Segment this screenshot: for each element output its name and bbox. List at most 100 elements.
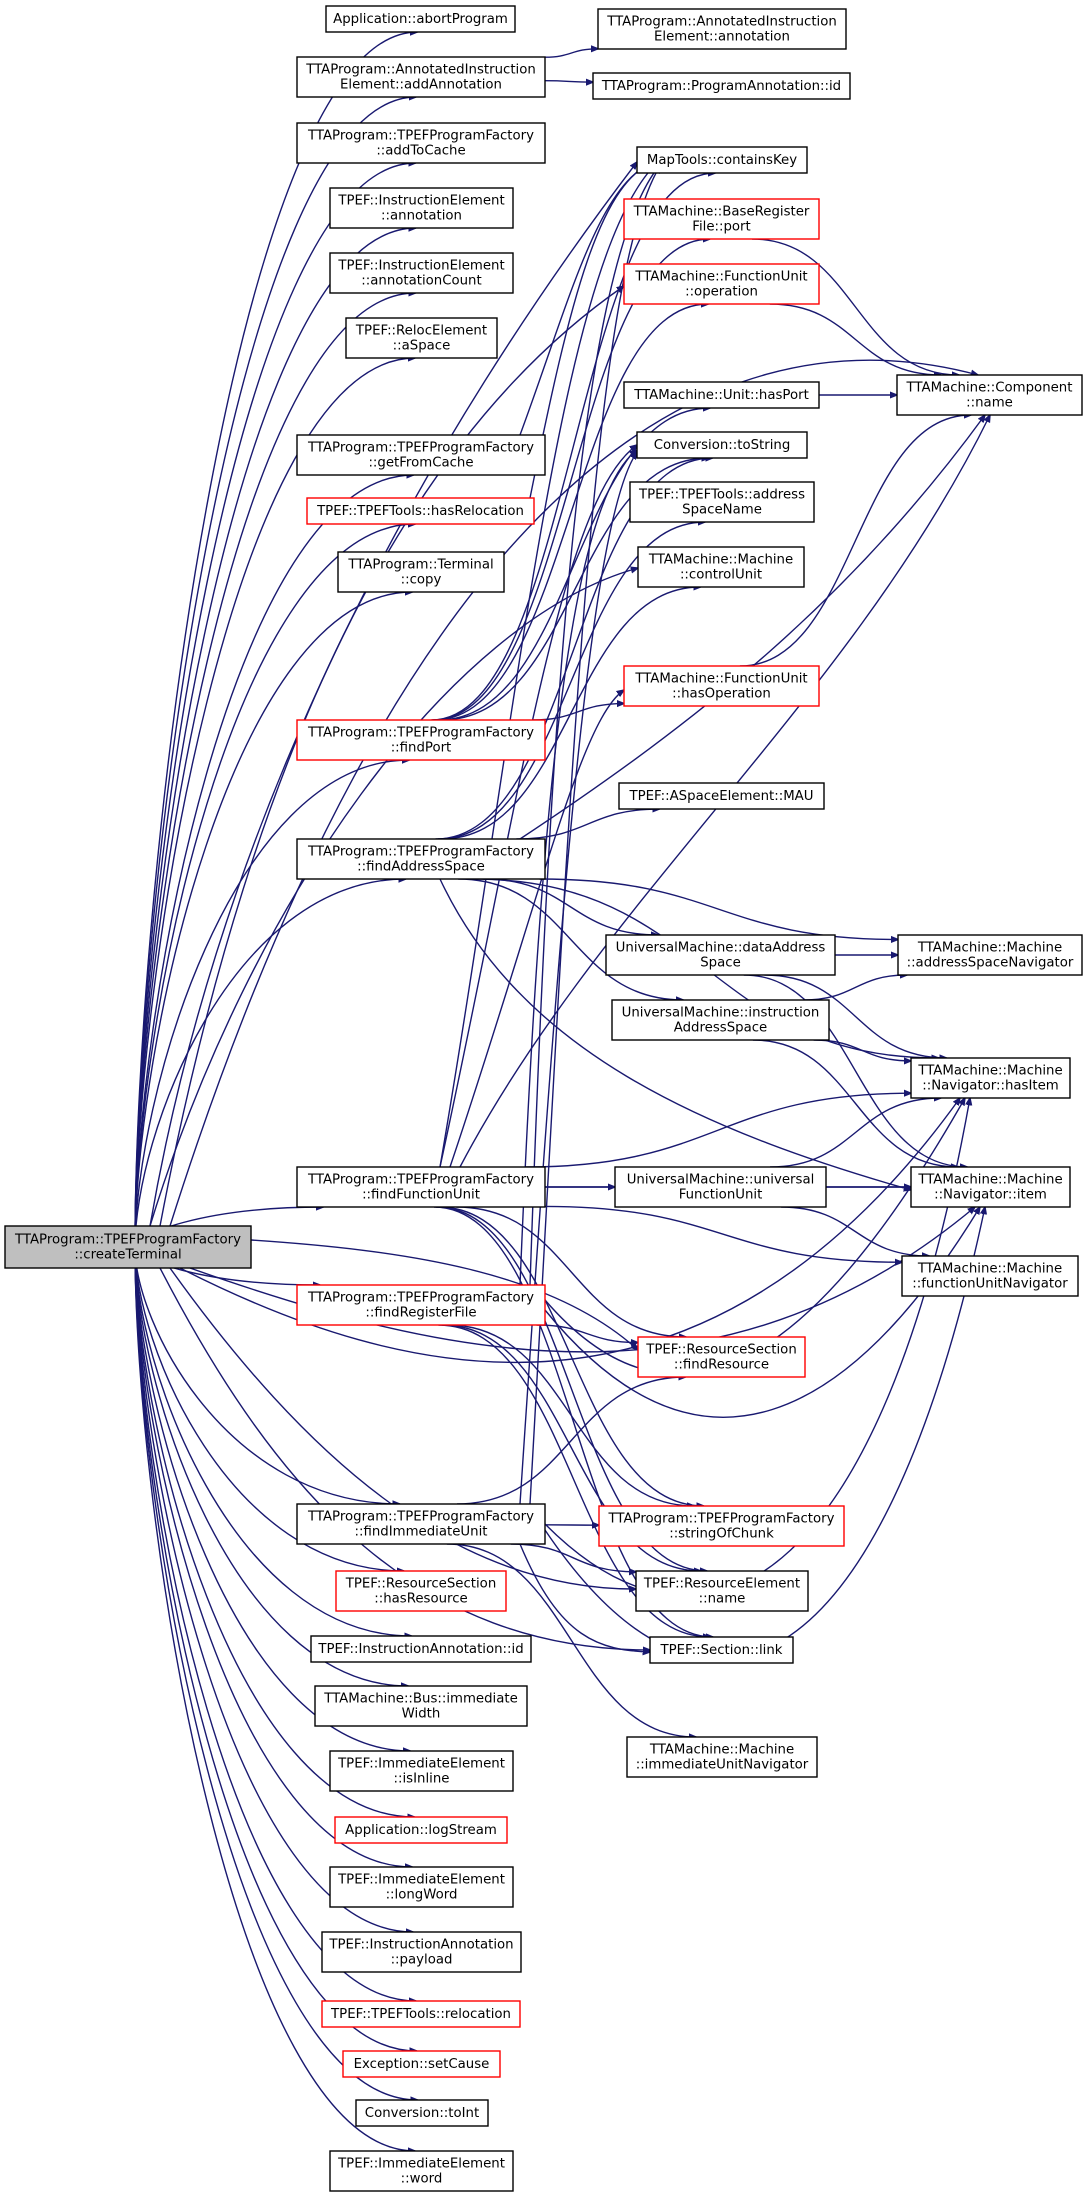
edge-root-to-instrAnnId — [134, 1246, 412, 1636]
node-isInline[interactable]: TPEF::ImmediateElement::isInline — [329, 1750, 514, 1792]
edge-brfPort-to-compName — [751, 238, 959, 375]
edge-root-to-navItem — [189, 1207, 975, 1353]
node-label: ::longWord — [386, 1888, 458, 1903]
node-instrAddrSpace[interactable]: UniversalMachine::instructionAddressSpac… — [611, 999, 830, 1041]
edge-findRegisterFile-to-navHasItem — [544, 1098, 965, 1375]
node-findResource[interactable]: TPEF::ResourceSection::findResource — [637, 1336, 806, 1378]
node-hasResource[interactable]: TPEF::ResourceSection::hasResource — [335, 1570, 507, 1612]
node-compName[interactable]: TTAMachine::Component::name — [896, 374, 1083, 416]
node-fuOperation[interactable]: TTAMachine::FunctionUnit::operation — [623, 263, 820, 305]
node-label: TTAMachine::FunctionUnit — [634, 672, 807, 687]
node-label: TTAProgram::TPEFProgramFactory — [307, 1173, 534, 1188]
node-navItem[interactable]: TTAMachine::Machine::Navigator::item — [910, 1166, 1071, 1208]
node-findImmediateUnit[interactable]: TTAProgram::TPEFProgramFactory::findImme… — [296, 1503, 546, 1545]
node-annotationElem[interactable]: TTAProgram::AnnotatedInstructionElement:… — [597, 8, 847, 50]
edge-findAddressSpace-to-addrSpaceNav — [539, 878, 898, 939]
node-getFromCache[interactable]: TTAProgram::TPEFProgramFactory::getFromC… — [296, 434, 546, 476]
node-findRegisterFile[interactable]: TTAProgram::TPEFProgramFactory::findRegi… — [296, 1284, 546, 1326]
node-label: TTAMachine::Machine — [917, 1064, 1062, 1079]
node-label: TTAProgram::AnnotatedInstruction — [606, 15, 837, 30]
node-ieAnnotationCount[interactable]: TPEF::InstructionElement::annotationCoun… — [329, 252, 514, 294]
node-longWord[interactable]: TPEF::ImmediateElement::longWord — [329, 1866, 514, 1908]
node-label: ::hasResource — [374, 1592, 467, 1607]
node-resElemName[interactable]: TPEF::ResourceElement::name — [635, 1570, 809, 1612]
edge-findAddressSpace-to-compName — [519, 415, 985, 840]
node-label: Exception::setCause — [354, 2057, 490, 2072]
node-label: TTAProgram::TPEFProgramFactory — [607, 1512, 834, 1527]
node-progAnnId[interactable]: TTAProgram::ProgramAnnotation::id — [592, 72, 851, 100]
node-word[interactable]: TPEF::ImmediateElement::word — [329, 2150, 514, 2192]
node-findAddressSpace[interactable]: TTAProgram::TPEFProgramFactory::findAddr… — [296, 838, 546, 880]
node-immUnitNav[interactable]: TTAMachine::Machine::immediateUnitNaviga… — [626, 1736, 818, 1778]
node-label: TPEF::ResourceElement — [643, 1577, 800, 1592]
edge-findAddressSpace-to-controlUnit — [441, 587, 701, 840]
node-label: TTAProgram::TPEFProgramFactory — [307, 726, 534, 741]
node-label: TPEF::ImmediateElement — [337, 1873, 505, 1888]
node-root[interactable]: TTAProgram::TPEFProgramFactory::createTe… — [4, 1225, 252, 1269]
node-box — [306, 497, 535, 525]
node-addToCache[interactable]: TTAProgram::TPEFProgramFactory::addToCac… — [296, 122, 546, 164]
node-stringOfChunk[interactable]: TTAProgram::TPEFProgramFactory::stringOf… — [598, 1505, 845, 1547]
node-controlUnit[interactable]: TTAMachine::Machine::controlUnit — [637, 546, 805, 588]
node-label: TTAMachine::Unit::hasPort — [633, 388, 809, 403]
node-navHasItem[interactable]: TTAMachine::Machine::Navigator::hasItem — [910, 1057, 1071, 1099]
node-box — [897, 934, 1083, 976]
edge-findAddressSpace-to-toString — [435, 458, 713, 840]
node-fuHasOperation[interactable]: TTAMachine::FunctionUnit::hasOperation — [623, 665, 820, 707]
node-addAnnotation[interactable]: TTAProgram::AnnotatedInstructionElement:… — [296, 56, 546, 98]
node-sectionLink[interactable]: TPEF::Section::link — [649, 1636, 794, 1664]
node-label: TTAMachine::Machine — [917, 1262, 1062, 1277]
node-box — [636, 146, 808, 174]
node-box — [296, 1166, 546, 1208]
node-label: Conversion::toInt — [365, 2106, 479, 2121]
node-toString[interactable]: Conversion::toString — [636, 431, 808, 459]
node-abortProgram[interactable]: Application::abortProgram — [325, 5, 516, 33]
node-addrSpaceNav[interactable]: TTAMachine::Machine::addressSpaceNavigat… — [897, 934, 1083, 976]
node-ieAnnotation[interactable]: TPEF::InstructionElement::annotation — [329, 187, 514, 229]
node-label: ::payload — [391, 1953, 453, 1968]
node-label: TPEF::InstructionElement — [337, 194, 504, 209]
node-label: Element::annotation — [654, 30, 790, 45]
node-findFunctionUnit[interactable]: TTAProgram::TPEFProgramFactory::findFunc… — [296, 1166, 546, 1208]
node-label: ::Navigator::item — [934, 1188, 1047, 1203]
node-payload[interactable]: TPEF::InstructionAnnotation::payload — [321, 1931, 522, 1973]
node-toInt[interactable]: Conversion::toInt — [355, 2099, 489, 2127]
node-label: ::createTerminal — [74, 1248, 181, 1263]
node-box — [335, 1570, 507, 1612]
node-label: TTAMachine::Machine — [649, 1743, 794, 1758]
node-relocation[interactable]: TPEF::TPEFTools::relocation — [321, 2000, 521, 2028]
node-mau[interactable]: TPEF::ASpaceElement::MAU — [618, 782, 825, 810]
node-relocASpace[interactable]: TPEF::RelocElement::aSpace — [345, 317, 498, 359]
edge-findPort-to-unitHasPort — [438, 408, 710, 721]
node-unitHasPort[interactable]: TTAMachine::Unit::hasPort — [623, 381, 820, 409]
node-box — [649, 1636, 794, 1664]
node-fuNav[interactable]: TTAMachine::Machine::functionUnitNavigat… — [901, 1255, 1079, 1297]
node-label: ::findResource — [674, 1358, 769, 1373]
node-box — [325, 5, 516, 33]
node-label: TTAProgram::Terminal — [347, 558, 493, 573]
node-label: ::copy — [401, 573, 442, 588]
node-label: ::functionUnitNavigator — [912, 1277, 1068, 1292]
node-findPort[interactable]: TTAProgram::TPEFProgramFactory::findPort — [296, 719, 546, 761]
node-terminalCopy[interactable]: TTAProgram::Terminal::copy — [337, 551, 505, 593]
node-box — [611, 999, 830, 1041]
node-containsKey[interactable]: MapTools::containsKey — [636, 146, 808, 174]
node-label: ::findPort — [391, 741, 452, 756]
node-label: TPEF::TPEFTools::address — [638, 488, 805, 503]
node-box — [623, 198, 820, 240]
node-box — [337, 551, 505, 593]
node-box — [598, 1505, 845, 1547]
node-box — [310, 1635, 532, 1663]
node-hasRelocation[interactable]: TPEF::TPEFTools::hasRelocation — [306, 497, 535, 525]
node-setCause[interactable]: Exception::setCause — [342, 2050, 501, 2078]
node-instrAnnId[interactable]: TPEF::InstructionAnnotation::id — [310, 1635, 532, 1663]
node-logStream[interactable]: Application::logStream — [334, 1816, 508, 1844]
edge-root-to-logStream — [134, 1246, 414, 1817]
edge-fuOperation-to-compName — [769, 303, 941, 375]
edge-findPort-to-toString — [441, 458, 708, 721]
